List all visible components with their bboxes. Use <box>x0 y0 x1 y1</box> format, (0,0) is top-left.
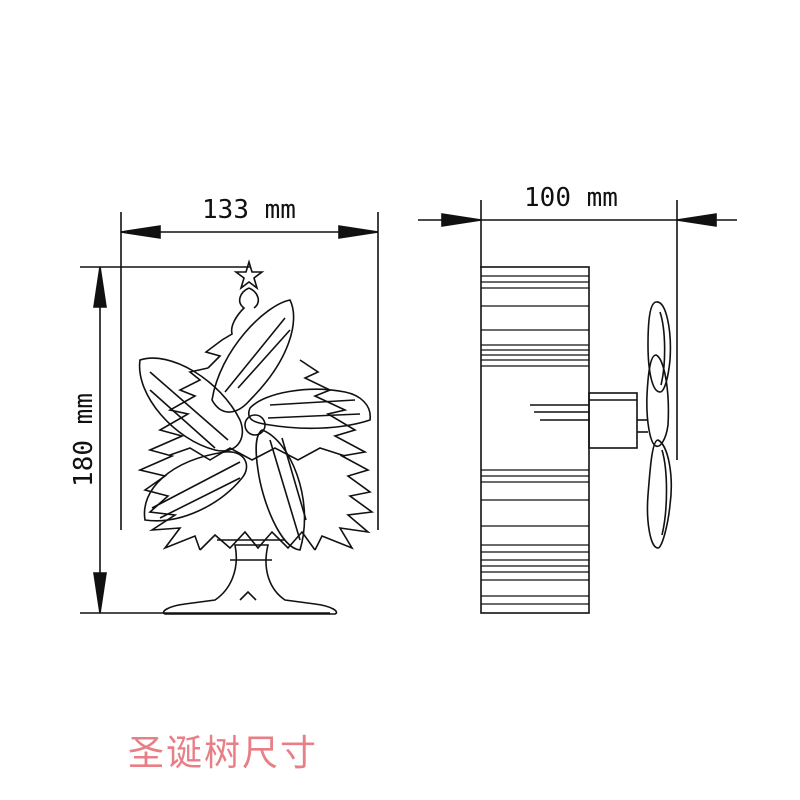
side-fan-blade-middle <box>646 354 670 448</box>
tree-star <box>233 259 265 291</box>
depth-arrow-left <box>441 213 482 227</box>
fan-blades <box>138 299 371 551</box>
side-view <box>480 266 673 614</box>
fan-blade-right <box>248 388 371 430</box>
caption-title: 圣诞树尺寸 <box>128 733 319 774</box>
fan-blade-left <box>138 357 244 452</box>
tree-foliage-left <box>137 367 209 551</box>
side-body <box>480 266 590 614</box>
motor-housing <box>588 392 638 449</box>
side-fan-blades <box>646 301 673 549</box>
width-dimension <box>120 212 379 530</box>
height-arrow-bottom <box>93 572 107 614</box>
side-fan-blade-top <box>647 301 672 393</box>
width-arrow-left <box>120 225 161 239</box>
tree-foliage-right <box>299 359 375 551</box>
width-label: 133 mm <box>202 195 296 225</box>
height-arrow-top <box>93 266 107 308</box>
depth-dimension <box>418 200 737 460</box>
width-arrow-right <box>338 225 379 239</box>
tree-top-loop <box>204 287 250 369</box>
fan-blade-bottom-left <box>143 451 248 522</box>
depth-arrow-right <box>676 213 717 227</box>
tree-front-view <box>137 259 375 615</box>
fan-blade-top <box>211 299 295 413</box>
side-ribs <box>481 275 589 605</box>
height-label: 180 mm <box>69 393 99 487</box>
side-fan-blade-bottom <box>646 439 673 549</box>
height-dimension <box>80 266 330 614</box>
fan-hub <box>244 414 266 436</box>
tree-stand <box>162 544 338 615</box>
depth-label: 100 mm <box>524 183 618 213</box>
